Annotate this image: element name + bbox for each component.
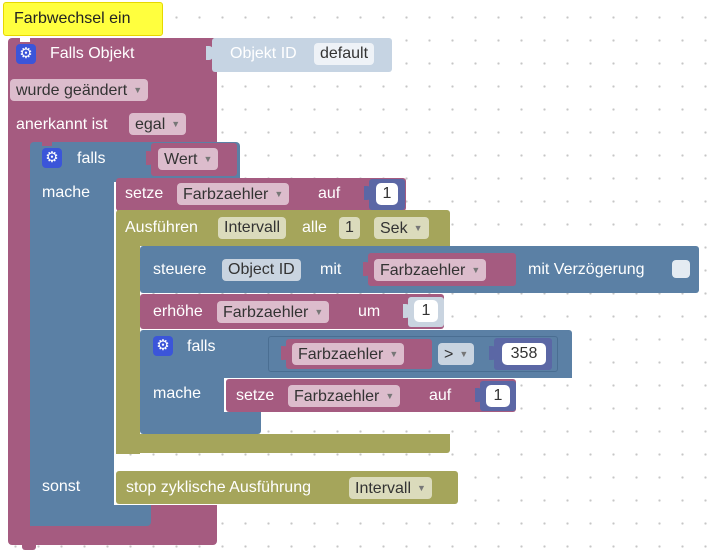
delay-label: mit Verzögerung xyxy=(528,261,645,278)
dropdown-caret-icon: ▼ xyxy=(413,223,423,233)
dropdown-caret-icon: ▼ xyxy=(274,189,284,199)
comment-bubble[interactable]: Farbwechsel ein xyxy=(3,2,163,36)
dropdown-caret-icon: ▼ xyxy=(417,483,426,493)
increment-by-label: um xyxy=(358,303,381,320)
dropdown-caret-icon: ▼ xyxy=(203,154,213,164)
gear-icon[interactable]: ⚙ xyxy=(153,336,173,356)
object-socket-tab xyxy=(206,46,213,60)
increment-value-tab xyxy=(403,304,410,318)
set-label: setze xyxy=(125,185,164,202)
changed-dropdown-value: wurde geändert xyxy=(16,82,128,99)
ack-dropdown[interactable]: egal ▼ xyxy=(129,113,187,135)
control-object-input[interactable]: Object ID xyxy=(222,259,301,281)
interval-unit-dropdown[interactable]: Sek ▼ xyxy=(374,217,429,239)
set-to-label: auf xyxy=(318,185,341,202)
compare-left-dropdown[interactable]: Farbzaehler ▼ xyxy=(292,343,405,365)
gear-icon[interactable]: ⚙ xyxy=(42,148,62,168)
control-with-label: mit xyxy=(320,261,342,278)
do-label: mache xyxy=(42,184,91,201)
trigger-block-spine xyxy=(8,140,31,510)
stop-interval-dropdown[interactable]: Intervall ▼ xyxy=(349,477,432,499)
compare-socket-tab xyxy=(262,344,269,358)
operator-dropdown[interactable]: >▼ xyxy=(438,343,475,365)
set-value-input-2[interactable]: 1 xyxy=(486,385,510,407)
increment-value-input[interactable]: 1 xyxy=(414,300,438,322)
dropdown-caret-icon: ▼ xyxy=(385,391,395,401)
set-variable-dropdown[interactable]: Farbzaehler ▼ xyxy=(177,183,290,205)
if-else-spine xyxy=(30,180,114,526)
set-variable-name: Farbzaehler xyxy=(183,186,269,203)
interval-footer xyxy=(116,434,450,453)
value-socket-tab xyxy=(364,186,371,200)
object-id-label: Objekt ID xyxy=(230,45,297,62)
top-notch xyxy=(20,38,30,42)
interval-unit-value: Sek xyxy=(380,220,408,237)
compare-left-variable: Farbzaehler xyxy=(298,346,384,363)
dropdown-caret-icon: ▼ xyxy=(471,265,481,275)
compare-right-tab xyxy=(489,346,496,360)
if-else-footer xyxy=(30,505,151,526)
object-id-value[interactable]: default xyxy=(314,43,375,65)
dropdown-caret-icon: ▼ xyxy=(459,349,469,359)
compare-left-tab xyxy=(281,346,288,360)
condition-dropdown-value: Wert xyxy=(164,151,198,168)
compare-right-input[interactable]: 358 xyxy=(502,343,546,365)
dropdown-caret-icon: ▼ xyxy=(133,85,143,95)
dropdown-caret-icon: ▼ xyxy=(389,349,399,359)
ack-dropdown-value: egal xyxy=(135,116,166,133)
control-value-tab xyxy=(363,262,370,276)
else-label: sonst xyxy=(42,478,81,495)
delay-checkbox[interactable] xyxy=(672,260,690,278)
ack-label: anerkannt ist xyxy=(16,116,108,133)
set-variable-dropdown-2[interactable]: Farbzaehler ▼ xyxy=(288,385,401,407)
stop-label: stop zyklische Ausführung xyxy=(126,479,311,496)
interval-spine xyxy=(116,244,140,454)
gear-icon[interactable]: ⚙ xyxy=(16,44,36,64)
value-socket-tab-2 xyxy=(475,388,482,402)
trigger-label: Falls Objekt xyxy=(50,45,135,62)
increment-label: erhöhe xyxy=(153,303,203,320)
interval-name-input[interactable]: Intervall xyxy=(218,217,287,239)
comment-text: Farbwechsel ein xyxy=(14,10,131,27)
inner-if-label: falls xyxy=(187,338,216,355)
inner-if-spine xyxy=(140,376,224,416)
operator-value: > xyxy=(444,346,454,363)
set-label-2: setze xyxy=(236,387,275,404)
control-variable-name: Farbzaehler xyxy=(380,262,466,279)
bottom-tab xyxy=(22,545,36,550)
set-value-input[interactable]: 1 xyxy=(376,183,398,205)
control-variable-dropdown[interactable]: Farbzaehler ▼ xyxy=(374,259,487,281)
condition-socket-tab xyxy=(146,151,153,165)
interval-amount-input[interactable]: 1 xyxy=(339,217,360,239)
if-top-notch xyxy=(42,142,52,146)
changed-dropdown[interactable]: wurde geändert ▼ xyxy=(10,79,149,101)
inner-do-label: mache xyxy=(153,385,202,402)
control-label: steuere xyxy=(153,261,207,278)
stop-interval-name: Intervall xyxy=(355,480,412,497)
set-variable-name-2: Farbzaehler xyxy=(294,388,380,405)
set-to-label-2: auf xyxy=(429,387,452,404)
increment-variable-name: Farbzaehler xyxy=(223,304,309,321)
if-label: falls xyxy=(77,150,106,167)
dropdown-caret-icon: ▼ xyxy=(171,119,181,129)
dropdown-caret-icon: ▼ xyxy=(314,307,324,317)
increment-variable-dropdown[interactable]: Farbzaehler ▼ xyxy=(217,301,330,323)
condition-dropdown[interactable]: Wert ▼ xyxy=(158,148,219,170)
interval-label: Ausführen xyxy=(125,219,198,236)
interval-every-label: alle xyxy=(302,219,327,236)
inner-if-footer xyxy=(140,412,261,434)
